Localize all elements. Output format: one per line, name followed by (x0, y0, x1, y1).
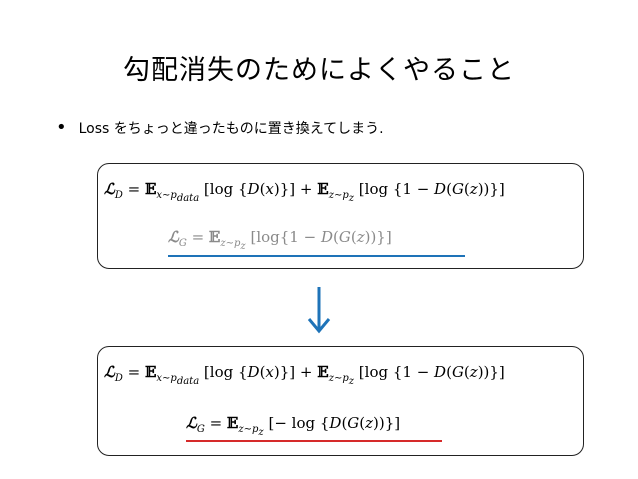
replaced-loss-box: ℒD = 𝔼x∼pdata [log {D(x)}] + 𝔼z∼pz [log … (97, 346, 584, 456)
loss-g-equation-replaced: ℒG = 𝔼z∼pz [− log {D(G(z))}] (186, 414, 401, 438)
slide-title: 勾配消失のためによくやること (123, 55, 515, 86)
red-underline (186, 440, 442, 442)
blue-underline (168, 255, 465, 257)
loss-d-equation: ℒD = 𝔼x∼pdata [log {D(x)}] + 𝔼z∼pz [log … (104, 363, 505, 387)
loss-g-equation-original: ℒG = 𝔼z∼pz [log{1 − D(G(z))}] (168, 228, 392, 252)
bullet-text: Loss をちょっと違ったものに置き換えてしまう. (78, 121, 384, 137)
arrow-down-icon (307, 287, 331, 334)
loss-d-equation: ℒD = 𝔼x∼pdata [log {D(x)}] + 𝔼z∼pz [log … (104, 180, 505, 204)
bullet-dot-icon: • (56, 117, 67, 138)
original-loss-box: ℒD = 𝔼x∼pdata [log {D(x)}] + 𝔼z∼pz [log … (97, 163, 584, 269)
bullet-item: • Loss をちょっと違ったものに置き換えてしまう. (56, 118, 384, 138)
